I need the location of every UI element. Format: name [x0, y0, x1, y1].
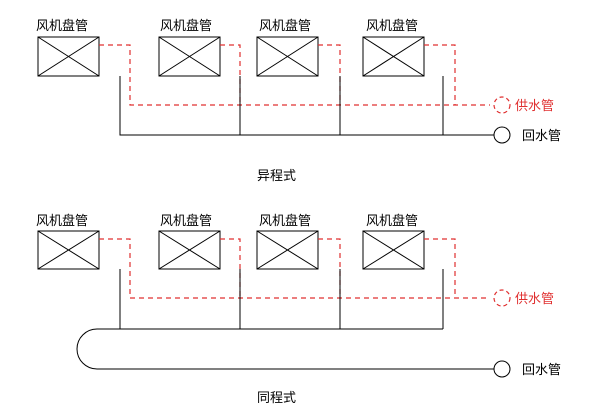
bottom-unit-label-1: 风机盘管 — [36, 213, 88, 229]
top-unit-label-1: 风机盘管 — [36, 18, 88, 34]
bottom-return-pipe — [76, 269, 494, 370]
top-supply-pipe-end-icon — [493, 96, 511, 114]
top-supply-pipe — [99, 44, 490, 106]
bottom-diagram: 风机盘管 风机盘管 风机盘管 风机盘管 供水管 — [36, 213, 561, 406]
top-return-pipe-end-icon — [493, 126, 511, 144]
bottom-fan-coil-unit-3 — [256, 230, 319, 270]
bottom-supply-pipe-end-icon — [493, 289, 511, 307]
top-unit-label-4: 风机盘管 — [366, 18, 418, 34]
bottom-return-pipe-end-icon — [493, 360, 511, 378]
bottom-caption: 同程式 — [257, 391, 296, 406]
top-fan-coil-unit-3 — [256, 36, 319, 77]
top-caption: 异程式 — [257, 169, 296, 184]
bottom-supply-label: 供水管 — [515, 292, 554, 307]
top-fan-coil-unit-4 — [362, 36, 425, 77]
top-supply-label: 供水管 — [515, 99, 554, 114]
bottom-fan-coil-unit-2 — [158, 230, 221, 270]
top-return-label: 回水管 — [522, 129, 561, 144]
bottom-unit-label-3: 风机盘管 — [259, 213, 311, 229]
top-diagram: 风机盘管 风机盘管 风机盘管 风机盘管 供水管 — [36, 18, 561, 184]
bottom-unit-label-4: 风机盘管 — [366, 213, 418, 229]
top-fan-coil-unit-1 — [37, 36, 100, 77]
bottom-supply-pipe — [99, 238, 490, 299]
top-return-pipe — [119, 76, 494, 136]
bottom-return-label: 回水管 — [522, 363, 561, 378]
bottom-fan-coil-unit-4 — [362, 230, 425, 270]
top-unit-label-2: 风机盘管 — [160, 18, 212, 34]
top-fan-coil-unit-2 — [158, 36, 221, 77]
top-unit-label-3: 风机盘管 — [259, 18, 311, 34]
bottom-unit-label-2: 风机盘管 — [160, 213, 212, 229]
bottom-fan-coil-unit-1 — [37, 230, 100, 270]
